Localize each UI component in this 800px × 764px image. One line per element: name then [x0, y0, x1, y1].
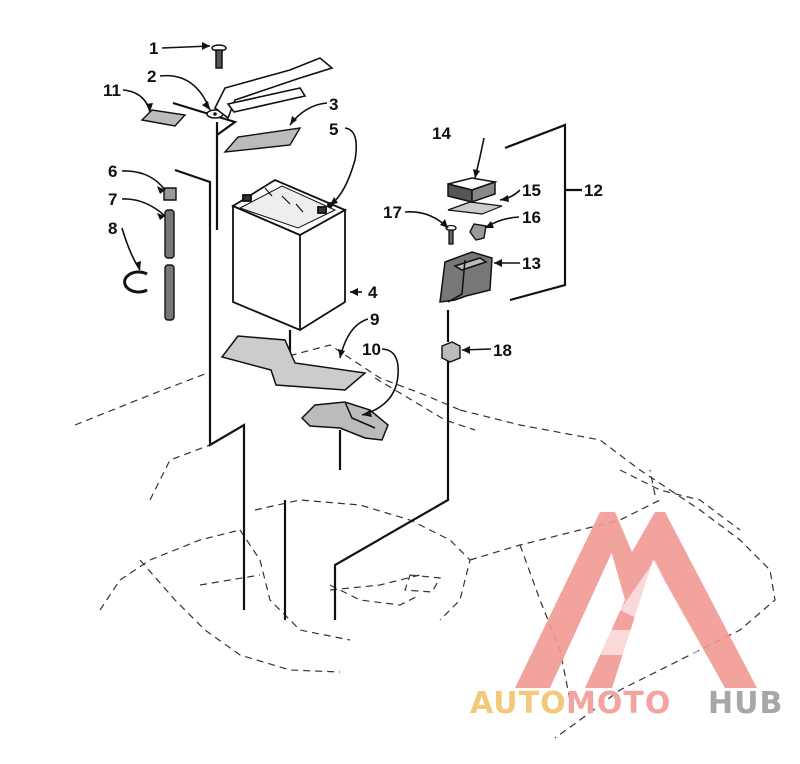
bottom-pad-part — [220, 335, 367, 391]
bracket-part — [439, 251, 493, 303]
battery-part — [231, 178, 348, 332]
callout-14: 14 — [432, 124, 451, 143]
clip-part — [469, 223, 487, 241]
callout-16: 16 — [522, 208, 541, 227]
callout-7: 7 — [108, 190, 117, 209]
cap-part — [163, 187, 177, 201]
callout-10: 10 — [362, 340, 381, 359]
callout-labels: 1 2 3 4 5 6 7 8 9 10 11 12 13 14 15 16 1… — [103, 39, 603, 360]
callout-4: 4 — [368, 283, 378, 302]
callout-11: 11 — [103, 81, 121, 100]
vehicle-body-outline — [74, 344, 776, 739]
callout-arrowheads — [135, 42, 509, 417]
callout-9: 9 — [370, 310, 379, 329]
callout-2: 2 — [147, 67, 156, 86]
callout-5: 5 — [329, 120, 338, 139]
gasket-part — [447, 201, 503, 215]
small-screw-part — [445, 224, 457, 245]
top-pad-part — [223, 127, 302, 153]
boot-part — [300, 401, 389, 441]
tube-part — [164, 209, 175, 321]
watermark-auto: AUTO — [470, 686, 567, 721]
battery-strap — [213, 57, 334, 120]
pad-part-11 — [140, 109, 187, 127]
leader-lines — [172, 101, 582, 620]
callout-17: 17 — [383, 203, 402, 222]
watermark-moto: MOTO — [566, 686, 671, 721]
callout-18: 18 — [493, 341, 512, 360]
callout-8: 8 — [108, 219, 117, 238]
screw-part — [211, 44, 227, 69]
watermark-logo — [515, 512, 757, 688]
grommet-part — [441, 341, 461, 363]
callout-1: 1 — [149, 39, 158, 58]
clamp-part — [123, 270, 148, 294]
callout-15: 15 — [522, 181, 541, 200]
watermark-text: AUTO MOTO HUB — [470, 686, 783, 721]
callout-3: 3 — [329, 95, 338, 114]
callout-12: 12 — [584, 181, 603, 200]
callout-6: 6 — [108, 162, 117, 181]
callout-13: 13 — [522, 254, 541, 273]
watermark-triangle-icon — [585, 512, 757, 688]
watermark-hub: HUB — [708, 686, 783, 721]
fuse-holder-part — [447, 177, 498, 204]
